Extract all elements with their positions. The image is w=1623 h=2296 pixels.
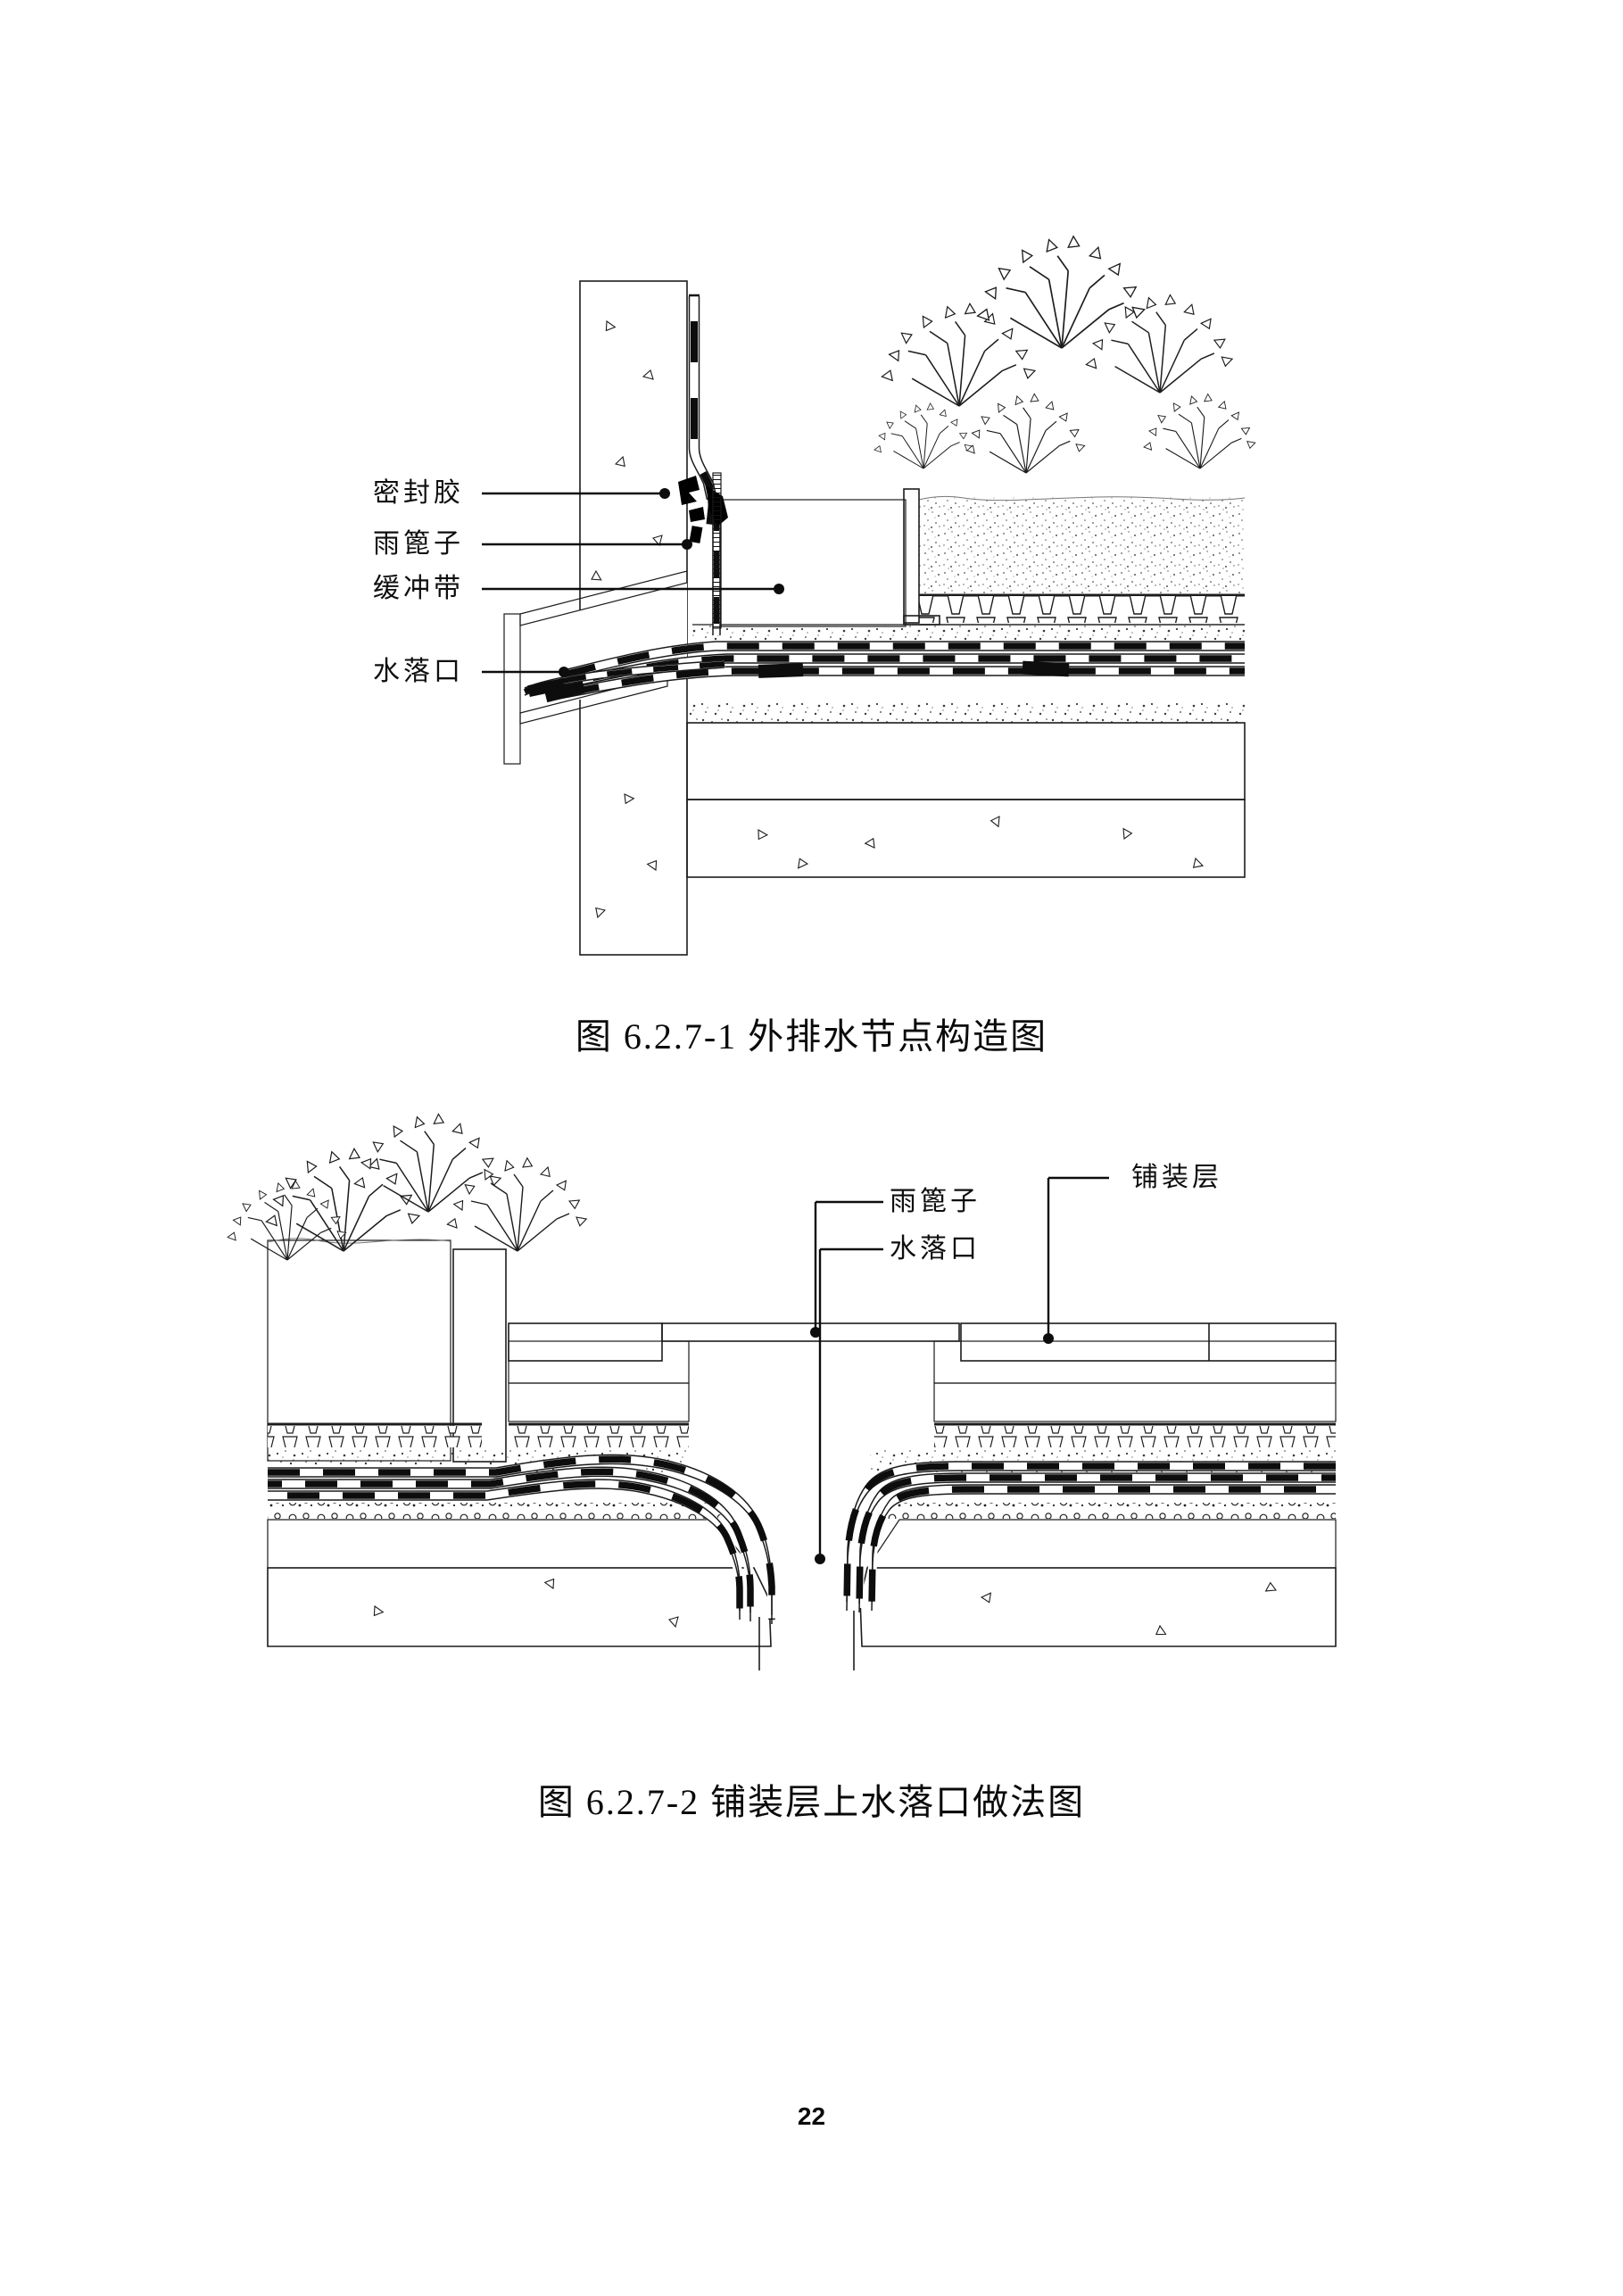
page-number: 22	[797, 2102, 826, 2130]
fig2-label-paving-layer: 铺装层	[1131, 1163, 1222, 1192]
fig1-structural-slab	[686, 799, 1246, 878]
figure2-caption: 图 6.2.7-2 铺装层上水落口做法图	[537, 1782, 1086, 1822]
fig1-insulation-layer	[686, 722, 1246, 800]
fig2-membrane-right	[842, 1461, 1336, 1613]
fig2-drain-shaft	[758, 1611, 855, 1670]
fig2-membrane-left	[268, 1454, 776, 1624]
fig2-paving-left	[508, 1322, 690, 1447]
fig2-drainage-board-left	[268, 1422, 482, 1447]
fig1-shrubs	[874, 236, 1256, 473]
fig1-label-sealant: 密封胶	[373, 478, 464, 508]
fig2-rain-grate	[661, 1322, 960, 1342]
fig1-flashing	[688, 294, 718, 501]
fig1-scupper-membrane	[523, 659, 725, 698]
fig1-label-buffer-strip: 缓冲带	[373, 574, 464, 603]
fig1-label-rain-grate: 雨篦子	[373, 529, 464, 559]
fig2-shrubs	[228, 1114, 587, 1260]
fig2-paving-right	[933, 1322, 1337, 1447]
fig1-cobble-layer	[720, 499, 907, 627]
fig2-label-rain-grate: 雨篦子	[890, 1187, 981, 1216]
figure1-caption: 图 6.2.7-1 外排水节点构造图	[575, 1016, 1048, 1057]
fig1-drainage-board	[919, 593, 1245, 626]
figure1-drawing	[482, 236, 1256, 956]
fig1-leader-lines	[482, 488, 784, 677]
fig2-leader-lines	[810, 1176, 1109, 1564]
fig1-buffer-strip	[712, 472, 722, 629]
fig1-screed-band	[687, 703, 1245, 723]
fig2-label-drain-outlet: 水落口	[890, 1234, 981, 1264]
fig1-soil-layer	[918, 495, 1246, 593]
figure2-drawing	[228, 1114, 1337, 1670]
fig1-label-drain-outlet: 水落口	[373, 657, 464, 686]
